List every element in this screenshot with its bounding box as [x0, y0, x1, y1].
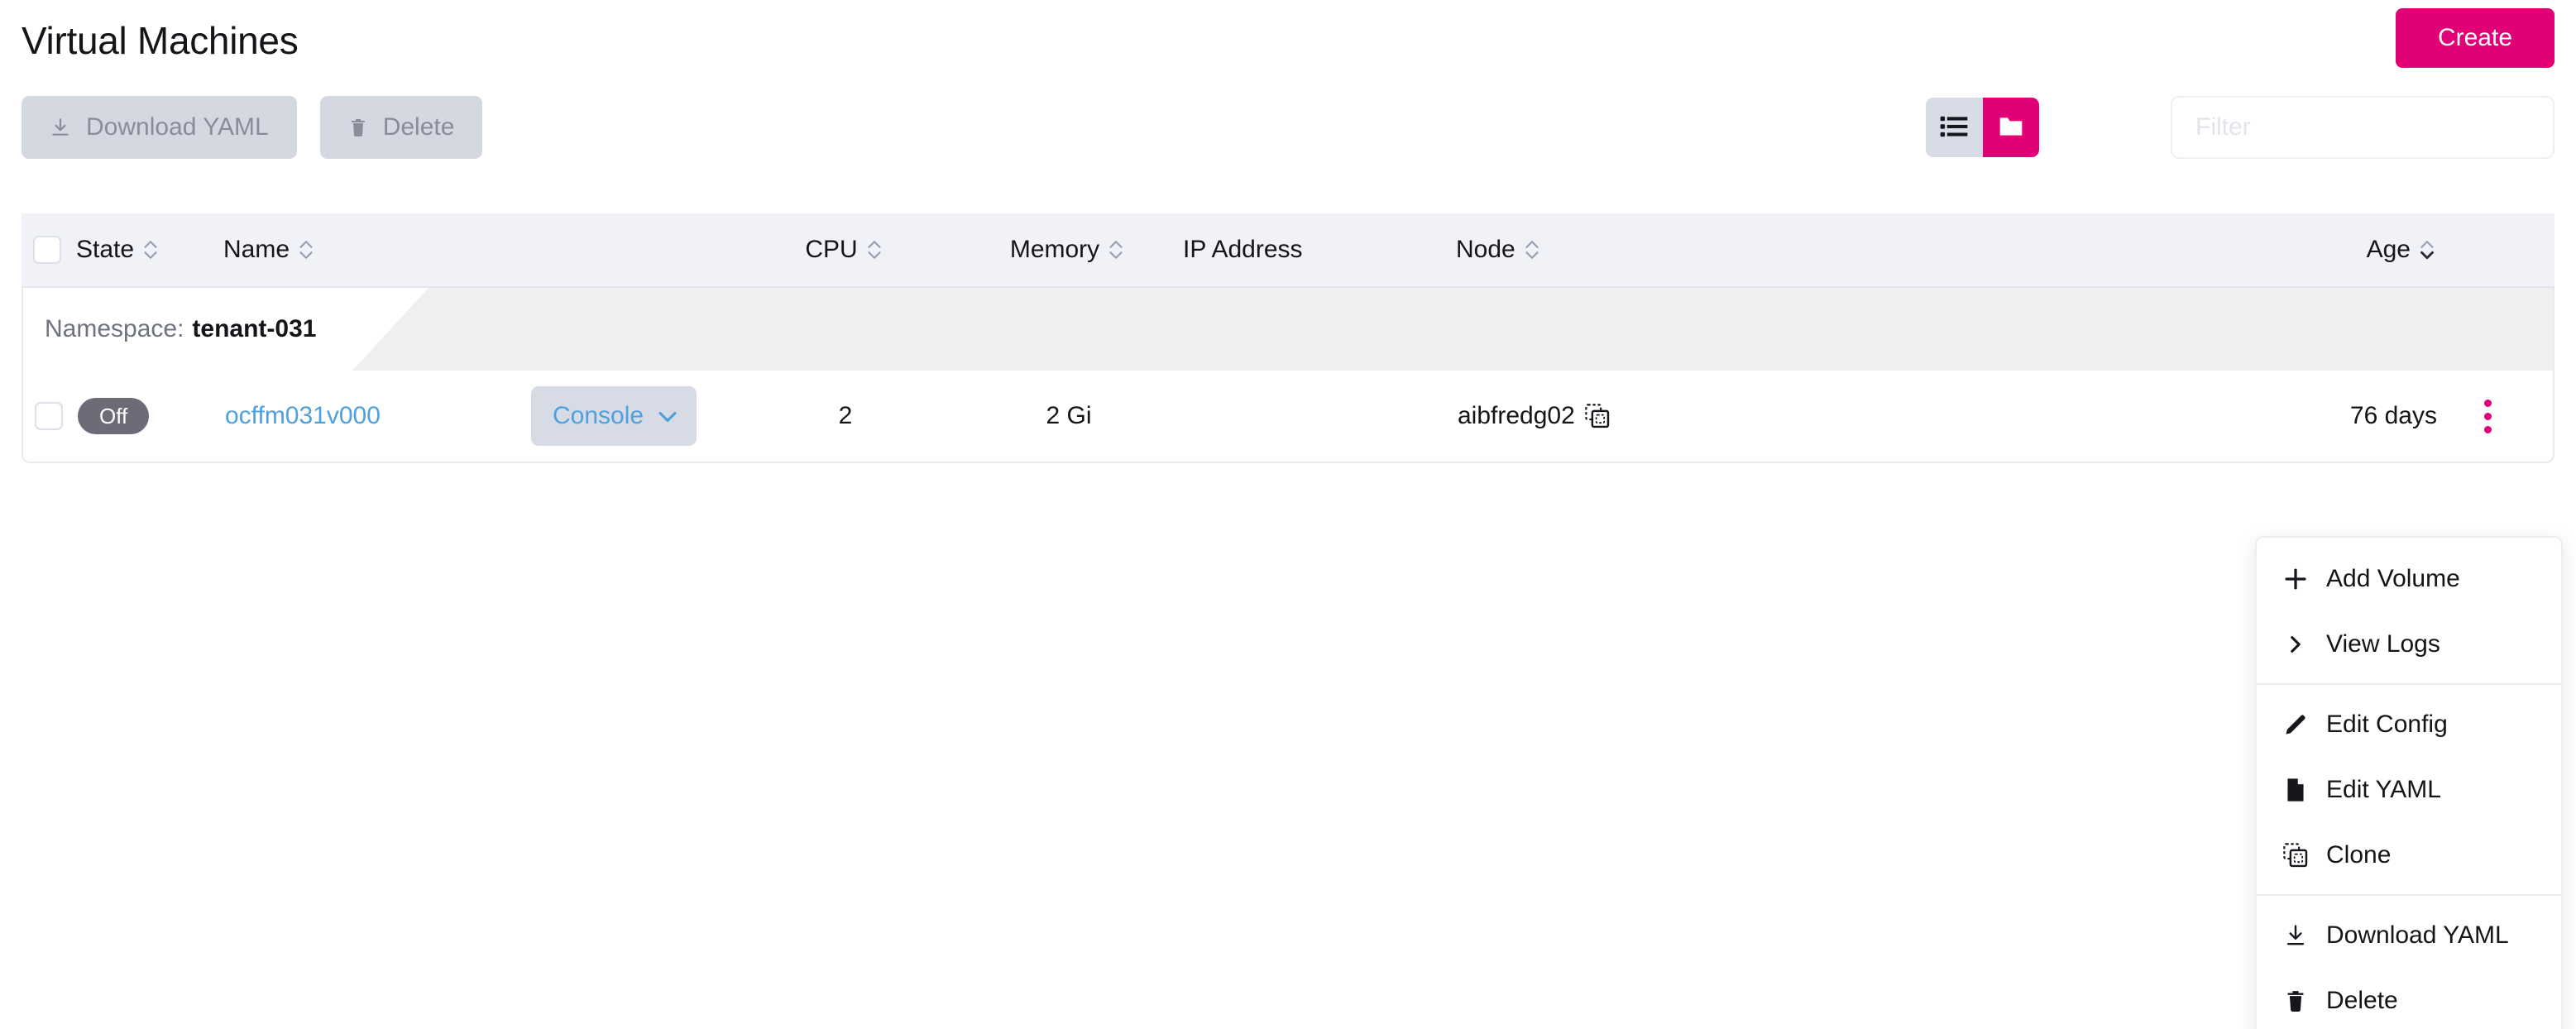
menu-divider: [2257, 683, 2561, 685]
menu-item-download-yaml[interactable]: Download YAML: [2257, 902, 2561, 968]
column-header-ip-address: IP Address: [1183, 236, 1456, 264]
cell-console: Console: [531, 386, 738, 446]
sort-icon-cpu: [866, 239, 883, 261]
menu-item-edit-yaml[interactable]: Edit YAML: [2257, 757, 2561, 822]
delete-button[interactable]: Delete: [319, 96, 483, 159]
cell-state: Off: [78, 398, 225, 434]
menu-label-view-logs: View Logs: [2326, 629, 2440, 658]
vm-table: State Name CPU: [22, 213, 2554, 463]
menu-item-edit-config[interactable]: Edit Config: [2257, 692, 2561, 757]
bulk-actions-toolbar: Download YAML Delete: [22, 96, 483, 159]
cell-name: ocffm031v000: [225, 402, 531, 430]
namespace-group-band: Namespace: tenant-031: [22, 288, 2554, 371]
column-label-age: Age: [2366, 236, 2411, 263]
cell-memory: 2 Gi: [1046, 402, 1092, 429]
sort-icon-age: [2419, 239, 2435, 261]
menu-item-delete[interactable]: Delete: [2257, 968, 2561, 1029]
group-view-button[interactable]: [1982, 98, 2039, 157]
page-title: Virtual Machines: [22, 19, 299, 62]
delete-label: Delete: [382, 113, 455, 141]
sort-icon-state: [142, 239, 159, 261]
list-view-button[interactable]: [1926, 98, 1983, 157]
cell-age: 76 days: [2349, 402, 2437, 429]
column-label-state: State: [76, 236, 135, 263]
sort-icon-node: [1524, 239, 1540, 261]
row-context-menu: Add Volume View Logs Edit Config Edi: [2255, 536, 2563, 1029]
select-all-checkbox[interactable]: [33, 236, 61, 264]
plus-icon: [2282, 567, 2310, 591]
column-header-name[interactable]: Name: [223, 236, 529, 264]
console-label: Console: [553, 402, 644, 429]
menu-label-download-yaml: Download YAML: [2326, 921, 2509, 949]
cell-node: aibfredg02: [1458, 402, 2037, 430]
kebab-menu-icon[interactable]: [2479, 395, 2497, 438]
menu-label-delete: Delete: [2326, 986, 2398, 1014]
list-view-icon: [1940, 114, 1968, 141]
select-all-cell: [22, 236, 76, 264]
column-label-ip-address: IP Address: [1183, 236, 1303, 263]
download-yaml-label: Download YAML: [86, 113, 269, 141]
column-header-memory[interactable]: Memory: [951, 236, 1183, 264]
column-label-cpu: CPU: [805, 236, 858, 263]
copy-icon[interactable]: [1585, 404, 1610, 428]
file-icon: [2282, 778, 2310, 802]
pencil-icon: [2282, 712, 2310, 737]
vm-name-link[interactable]: ocffm031v000: [225, 402, 381, 429]
row-select-cell: [23, 402, 78, 430]
menu-label-edit-config: Edit Config: [2326, 710, 2448, 738]
column-header-node[interactable]: Node: [1456, 236, 2035, 264]
column-header-cpu[interactable]: CPU: [736, 236, 951, 264]
chevron-right-icon: [2282, 633, 2310, 656]
trash-icon: [348, 116, 368, 139]
console-dropdown-button[interactable]: Console: [531, 386, 697, 446]
column-header-state[interactable]: State: [76, 236, 223, 264]
column-label-memory: Memory: [1009, 236, 1100, 263]
row-checkbox[interactable]: [35, 402, 63, 430]
column-label-node: Node: [1456, 236, 1515, 263]
menu-item-add-volume[interactable]: Add Volume: [2257, 546, 2561, 611]
sort-icon-name: [298, 239, 314, 261]
status-badge: Off: [78, 398, 150, 434]
menu-item-clone[interactable]: Clone: [2257, 822, 2561, 888]
download-icon: [2282, 923, 2310, 948]
search-input[interactable]: [2171, 96, 2554, 159]
menu-label-clone: Clone: [2326, 840, 2392, 869]
namespace-name: tenant-031: [192, 315, 317, 342]
create-button[interactable]: Create: [2396, 8, 2554, 68]
namespace-label: Namespace: tenant-031: [23, 315, 316, 343]
menu-label-edit-yaml: Edit YAML: [2326, 775, 2441, 803]
namespace-group-tab: Namespace: tenant-031: [23, 288, 429, 371]
trash-icon: [2282, 988, 2310, 1013]
view-toggle-group: [1926, 98, 2039, 157]
column-header-age[interactable]: Age: [2035, 236, 2440, 264]
folder-group-view-icon: [1998, 115, 2024, 141]
column-label-name: Name: [223, 236, 290, 263]
menu-item-view-logs[interactable]: View Logs: [2257, 611, 2561, 677]
clone-icon: [2282, 842, 2310, 868]
download-icon: [50, 116, 71, 139]
table-header-row: State Name CPU: [22, 213, 2554, 288]
table-row: Off ocffm031v000 Console 2 2 Gi aibfredg…: [22, 371, 2554, 463]
download-yaml-button[interactable]: Download YAML: [22, 96, 297, 159]
cell-cpu: 2: [838, 402, 853, 429]
cell-actions: [2442, 395, 2533, 438]
menu-label-add-volume: Add Volume: [2326, 564, 2460, 592]
menu-divider-2: [2257, 894, 2561, 896]
chevron-down-icon: [657, 402, 678, 430]
sort-icon-memory: [1108, 239, 1124, 261]
node-name: aibfredg02: [1458, 402, 1575, 429]
namespace-prefix: Namespace:: [45, 315, 184, 342]
